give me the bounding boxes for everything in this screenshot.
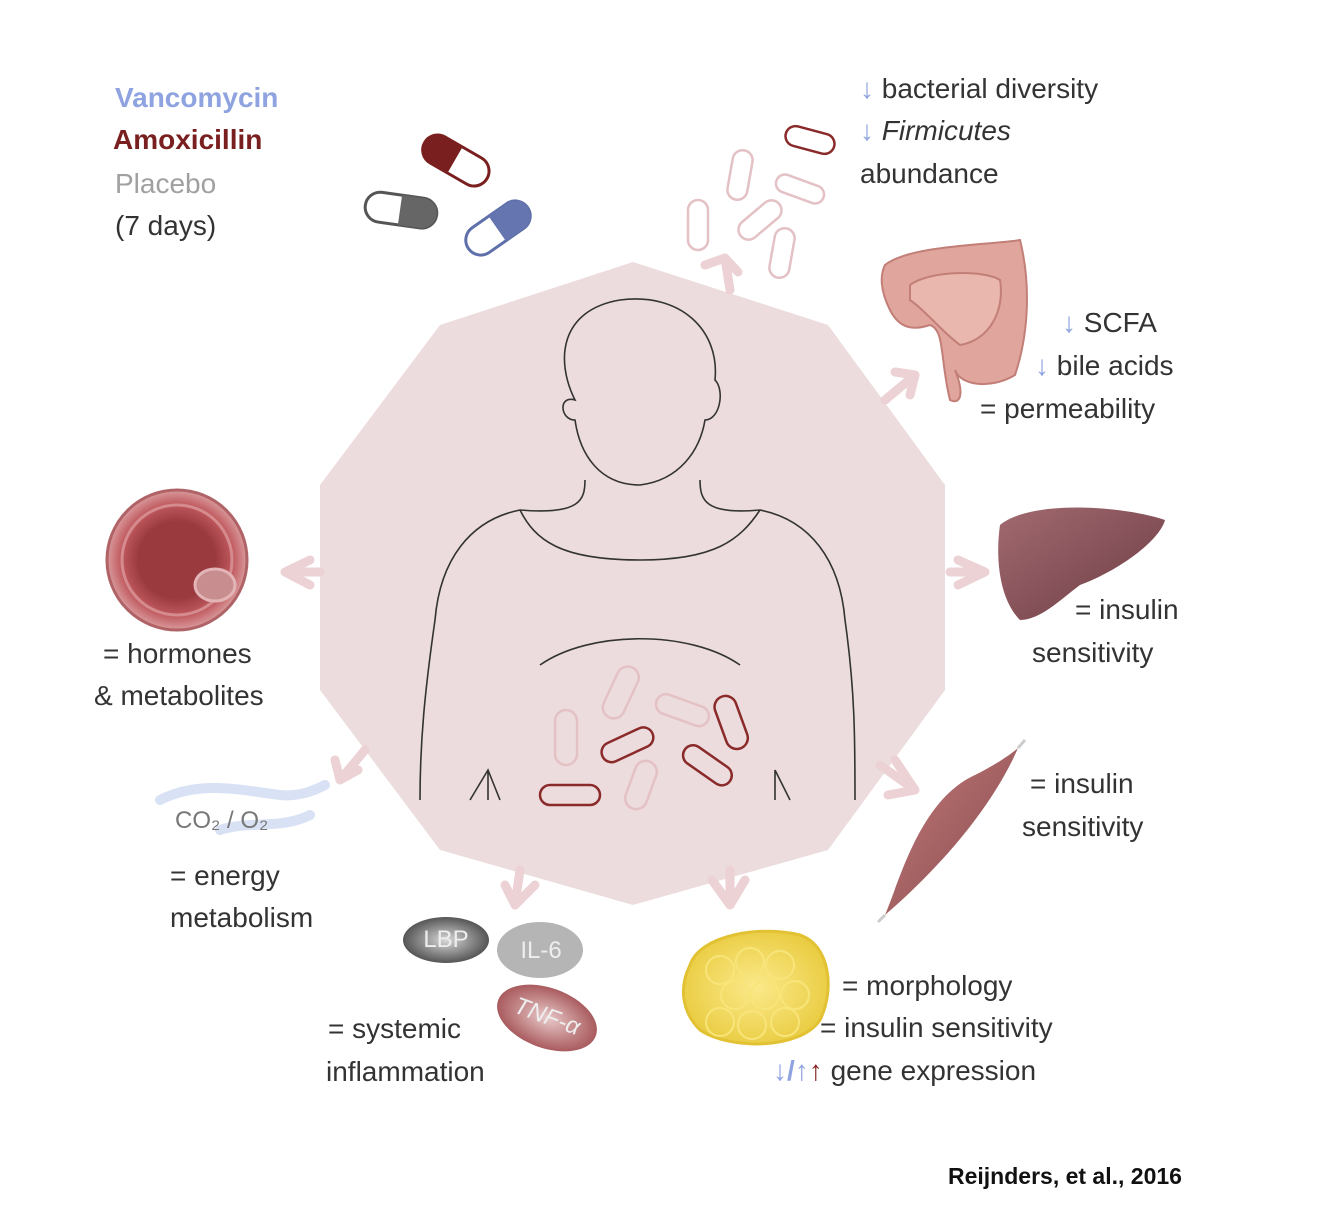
arrow-breath <box>330 745 370 785</box>
blood-metabolites-label: & metabolites <box>94 680 264 711</box>
intestine-icon <box>880 238 1028 403</box>
gut-scfa-label: SCFA <box>1083 307 1157 338</box>
metabolism-label: metabolism <box>170 902 314 933</box>
arrow-muscle <box>875 755 920 800</box>
blood-hormones-label: = hormones <box>103 638 252 669</box>
tnf-alpha-chip <box>497 984 597 1052</box>
blood-vessel-icon <box>105 488 249 632</box>
adipose-tissue-icon <box>681 929 830 1046</box>
inflammation-label: inflammation <box>326 1056 485 1087</box>
citation: Reijnders, et al., 2016 <box>948 1163 1182 1189</box>
arrow-adipose <box>707 865 750 910</box>
gut-bile-acids-label: bile acids <box>1056 350 1174 381</box>
lbp-chip <box>403 917 489 963</box>
microbiota-diversity-label: bacterial diversity <box>881 73 1099 104</box>
energy-label: = energy <box>170 860 280 891</box>
body-background-shape <box>320 262 945 905</box>
microbiota-bacteria-icon <box>686 124 836 280</box>
human-silhouette-icon <box>419 298 856 801</box>
arrow-microbiota <box>700 253 743 295</box>
liver-sensitivity-label: sensitivity <box>1032 637 1154 668</box>
down-arrow-icon: ↓ <box>860 115 874 146</box>
muscle-sensitivity-label: sensitivity <box>1022 811 1144 842</box>
gut-bacteria-icon <box>538 665 750 811</box>
arrow-inflammation <box>500 865 540 910</box>
lbp-label: LBP <box>423 926 469 953</box>
liver-insulin-label: = insulin <box>1075 594 1179 625</box>
muscle-icon <box>876 739 1027 924</box>
down-up-arrows-icon: ↓/↑ <box>773 1055 809 1086</box>
legend-placebo: Placebo <box>115 168 217 199</box>
breath-wave-icon <box>155 780 330 835</box>
adipose-morphology-label: = morphology <box>842 970 1013 1001</box>
down-arrow-icon: ↓ <box>860 73 874 104</box>
arrow-gut <box>880 367 920 405</box>
arrow-liver <box>945 555 990 590</box>
legend-duration: (7 days) <box>115 210 217 241</box>
up-arrow-icon: ↑ <box>808 1055 823 1086</box>
liver-icon <box>998 507 1165 620</box>
il6-chip <box>497 922 583 978</box>
legend-vancomycin: Vancomycin <box>115 82 279 113</box>
arrow-blood <box>280 555 325 590</box>
down-arrow-icon: ↓ <box>1035 350 1049 381</box>
adipose-gene-expression-label: gene expression <box>830 1055 1037 1086</box>
pills-icon <box>363 133 532 257</box>
down-arrow-icon: ↓ <box>1062 307 1076 338</box>
il6-label: IL-6 <box>520 937 562 964</box>
co2-o2-label: CO₂ / O₂ <box>175 807 269 834</box>
microbiota-firmicutes-label: Firmicutes <box>881 115 1011 146</box>
muscle-insulin-label: = insulin <box>1030 768 1134 799</box>
effect-arrows <box>280 253 990 910</box>
adipose-insulin-label: = insulin sensitivity <box>820 1012 1053 1043</box>
gut-permeability-label: = permeability <box>980 393 1156 424</box>
legend-amoxicillin: Amoxicillin <box>113 124 263 155</box>
systemic-label: = systemic <box>328 1013 462 1044</box>
microbiota-abundance-label: abundance <box>860 158 999 189</box>
